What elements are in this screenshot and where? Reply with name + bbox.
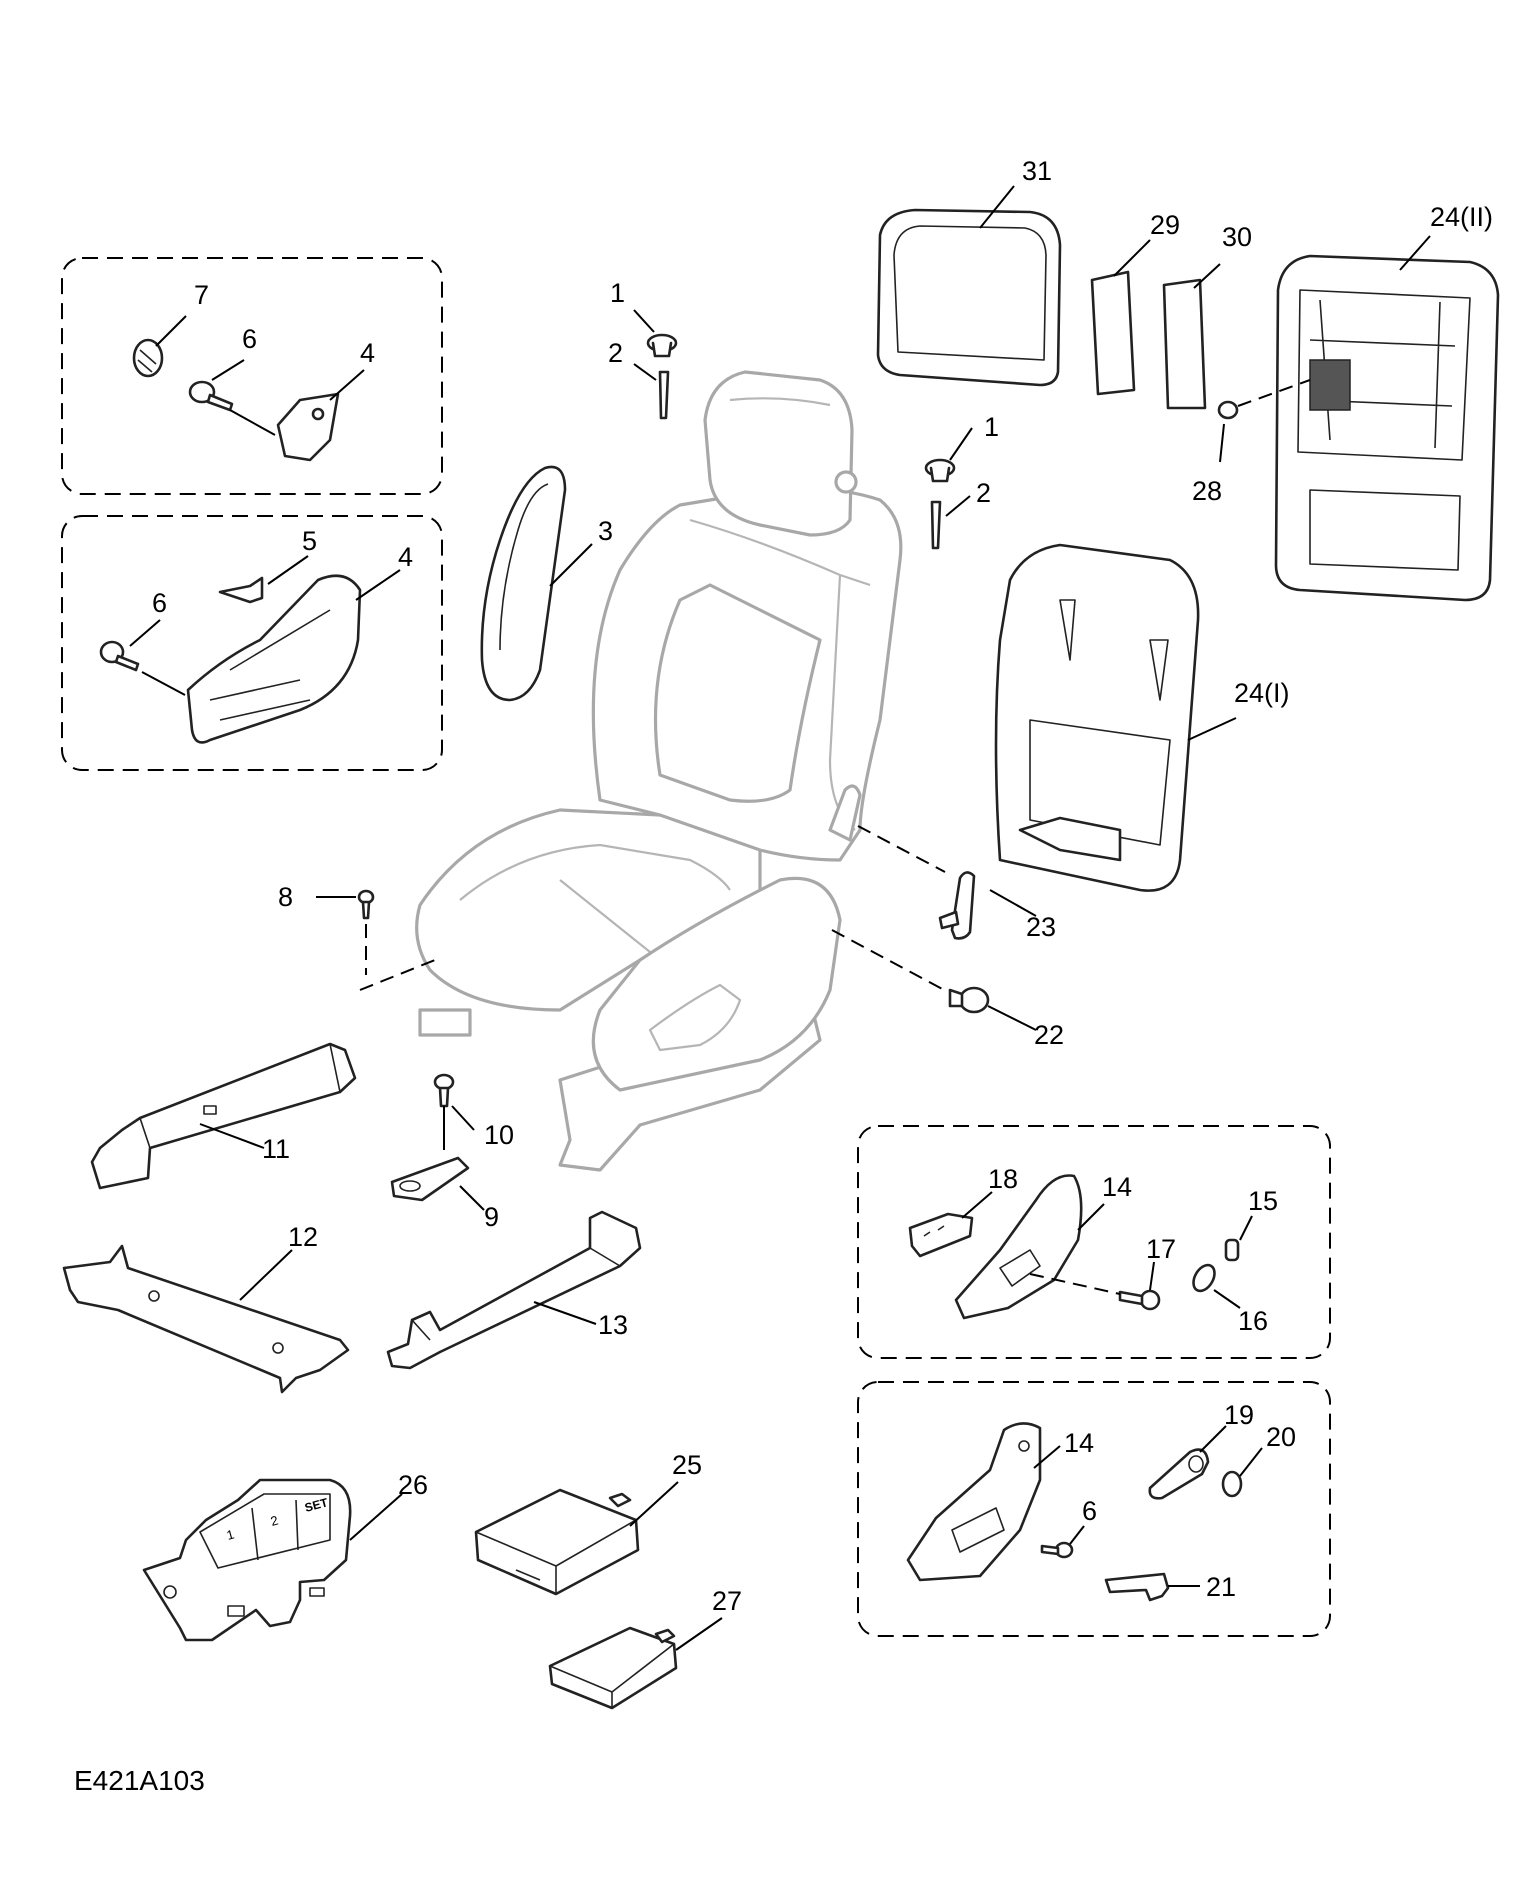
part-9-bracket [390,1156,470,1202]
callout-10: 10 [484,1120,514,1150]
callout-11: 11 [262,1134,290,1164]
part-14-side-cover-upper [954,1174,1083,1320]
callout-26: 26 [398,1470,428,1500]
part-17-screw [1118,1289,1161,1311]
part-6-screw-upper [188,380,234,412]
callout-3: 3 [598,516,613,546]
group-box-right-lower [857,1381,1331,1637]
part-3-side-trim [480,465,567,702]
part-20-cap [1221,1470,1243,1498]
group-box-top-left-lower [61,515,443,771]
callout-15: 15 [1248,1186,1278,1216]
part-30-pad [1162,278,1207,410]
callout-7: 7 [194,280,209,310]
part-29-pad [1090,270,1136,396]
part-23-lever [938,871,976,940]
callout-19: 19 [1224,1400,1254,1430]
group-box-right-upper [857,1125,1331,1359]
memory-button-2-label: 2 [269,1513,280,1529]
part-1-guide-cap-right [924,458,956,483]
callout-28: 28 [1192,476,1222,506]
callout-31: 31 [1022,156,1052,186]
part-10-bolt [433,1073,455,1108]
callout-1-right: 1 [984,412,999,442]
part-26-memory-switch [142,1478,352,1642]
callout-9: 9 [484,1202,499,1232]
callout-21: 21 [1206,1572,1236,1602]
callout-23: 23 [1026,912,1056,942]
callout-6-upper: 6 [242,324,257,354]
callout-4-upper: 4 [360,338,375,368]
callout-20: 20 [1266,1422,1296,1452]
callout-2-left: 2 [608,338,623,368]
callout-17: 17 [1146,1234,1176,1264]
part-11-rail-trim [90,1042,357,1190]
group-box-top-left-upper [61,257,443,495]
leader-lines [129,185,1431,1651]
seat-assembly [415,370,903,1172]
part-1-guide-cap-left [646,333,678,358]
part-21-handle [1104,1572,1170,1602]
part-16-ring [1192,1263,1216,1293]
part-4-side-cover-lower [186,574,362,744]
part-27-control-module [548,1626,678,1710]
part-28-screw [1217,400,1239,420]
part-18-switch-module [908,1212,974,1258]
part-24-i-back-board [994,543,1200,892]
part-31-headrest-cover [876,208,1062,387]
part-24-ii-back-panel [1274,254,1500,602]
callout-8: 8 [278,882,293,912]
callout-14-lower: 14 [1064,1428,1094,1458]
part-15-ring [1224,1238,1240,1262]
part-25-control-module [474,1488,640,1596]
callout-4-lower: 4 [398,542,413,572]
part-14-side-cover-lower [906,1422,1042,1582]
callout-5: 5 [302,526,317,556]
part-19-knob [1148,1448,1210,1500]
part-4-bracket-upper [276,392,340,462]
part-12-rail-trim [62,1244,350,1394]
callout-27: 27 [712,1586,742,1616]
part-22-screw [948,986,990,1014]
part-13-rail-trim [386,1210,642,1370]
memory-button-1-label: 1 [225,1527,236,1543]
part-2-guide-sleeve-right [930,500,942,550]
callout-24-i: 24(I) [1234,678,1290,708]
callout-6-right: 6 [1082,1496,1097,1526]
callout-18: 18 [988,1164,1018,1194]
callout-29: 29 [1150,210,1180,240]
callout-13: 13 [598,1310,628,1340]
callout-22: 22 [1034,1020,1064,1050]
callout-25: 25 [672,1450,702,1480]
callout-16: 16 [1238,1306,1268,1336]
part-2-guide-sleeve-left [658,370,670,420]
callout-30: 30 [1222,222,1252,252]
figure-code: E421A103 [74,1765,205,1796]
part-5-clip [218,576,264,604]
callout-14-upper: 14 [1102,1172,1132,1202]
part-6-screw-lower [99,640,140,672]
callout-1-left: 1 [610,278,625,308]
part-6-screw-right [1040,1541,1074,1559]
memory-button-set-label: SET [303,1495,330,1515]
callout-24-ii: 24(II) [1430,202,1493,232]
callout-6-lower: 6 [152,588,167,618]
callout-2-right: 2 [976,478,991,508]
part-7-cap [132,338,164,378]
part-8-screw [357,889,375,920]
callout-12: 12 [288,1222,318,1252]
